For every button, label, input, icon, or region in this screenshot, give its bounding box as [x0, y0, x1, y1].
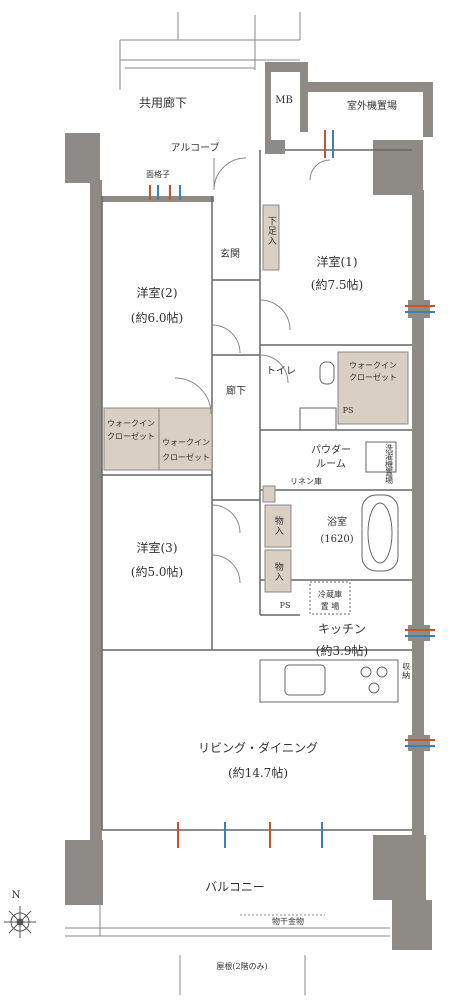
- balcony-lines: [65, 905, 390, 995]
- wic1-line1: ウォークイン: [349, 361, 397, 371]
- wic2-line2: クローゼット: [107, 432, 155, 442]
- outdoor-unit-label: 室外機置場: [347, 101, 397, 112]
- storage2-label: 物入: [272, 562, 283, 582]
- roof-label: 屋根(2階のみ): [216, 962, 268, 972]
- sink: [284, 664, 326, 696]
- closets: [103, 204, 409, 593]
- powder-line2: ルーム: [316, 459, 346, 470]
- stove-burner: [368, 682, 380, 694]
- western1-size: (約7.5帖): [310, 277, 364, 292]
- kitchen-size: (約3.9帖): [315, 643, 369, 658]
- powder-line1: パウダー: [311, 445, 351, 456]
- wic3-line2: クローゼット: [162, 453, 210, 463]
- vents: [149, 130, 435, 848]
- wic3-line1: ウォークイン: [162, 438, 210, 448]
- fridge-area: [309, 581, 351, 615]
- bath-size: (1620): [320, 534, 354, 545]
- bath-name: 浴室: [327, 517, 347, 528]
- vanity: [299, 407, 337, 431]
- toilet-bowl: [319, 361, 335, 385]
- kitchen-storage-label: 収納: [401, 662, 411, 680]
- shoe-box-label: 下足入: [265, 216, 276, 246]
- fridge-line1: 冷蔵庫: [318, 590, 342, 600]
- entrance-label: 玄関: [220, 249, 240, 260]
- alcove-label: アルコーブ: [170, 143, 220, 154]
- wic1-line2: クローゼット: [349, 373, 397, 383]
- washer-area: [365, 441, 397, 473]
- kitchen-name: キッチン: [317, 621, 367, 636]
- ps2-label: PS: [279, 601, 291, 611]
- stove-burner: [360, 666, 372, 678]
- western2-name: 洋室(2): [136, 285, 178, 300]
- living-name: リビング・ダイニング: [197, 740, 319, 755]
- ps1-label: PS: [342, 406, 354, 416]
- western3-name: 洋室(3): [136, 540, 178, 555]
- bathtub: [361, 494, 399, 572]
- toilet-label: トイレ: [266, 366, 296, 377]
- western1-name: 洋室(1): [316, 254, 358, 269]
- common-corridor-label: 共用廊下: [138, 95, 188, 110]
- linen-label: リネン庫: [290, 477, 322, 487]
- kitchen-counter: [259, 659, 399, 703]
- drying-rack-label: 物干金物: [272, 917, 304, 927]
- storage1-label: 物入: [272, 516, 283, 536]
- partitions: [101, 149, 412, 831]
- fixtures: [259, 361, 399, 703]
- door-swings: [174, 157, 331, 584]
- walls: [65, 62, 433, 950]
- wic2-line1: ウォークイン: [107, 419, 155, 429]
- fridge-line2: 置 場: [320, 602, 340, 612]
- living-size: (約14.7帖): [227, 765, 289, 780]
- western3-size: (約5.0帖): [130, 564, 184, 579]
- stove-burner: [376, 666, 388, 678]
- lattice-label: 面格子: [146, 170, 170, 180]
- balcony-label: バルコニー: [205, 879, 265, 894]
- hallway-label: 廊下: [226, 386, 246, 397]
- compass-north-label: N: [11, 890, 21, 901]
- mb-label: MB: [275, 95, 293, 106]
- corridor-railing: [119, 12, 301, 90]
- washer-label: 洗濯機置場: [384, 444, 394, 484]
- compass-rose: [4, 906, 36, 938]
- western2-size: (約6.0帖): [130, 310, 184, 325]
